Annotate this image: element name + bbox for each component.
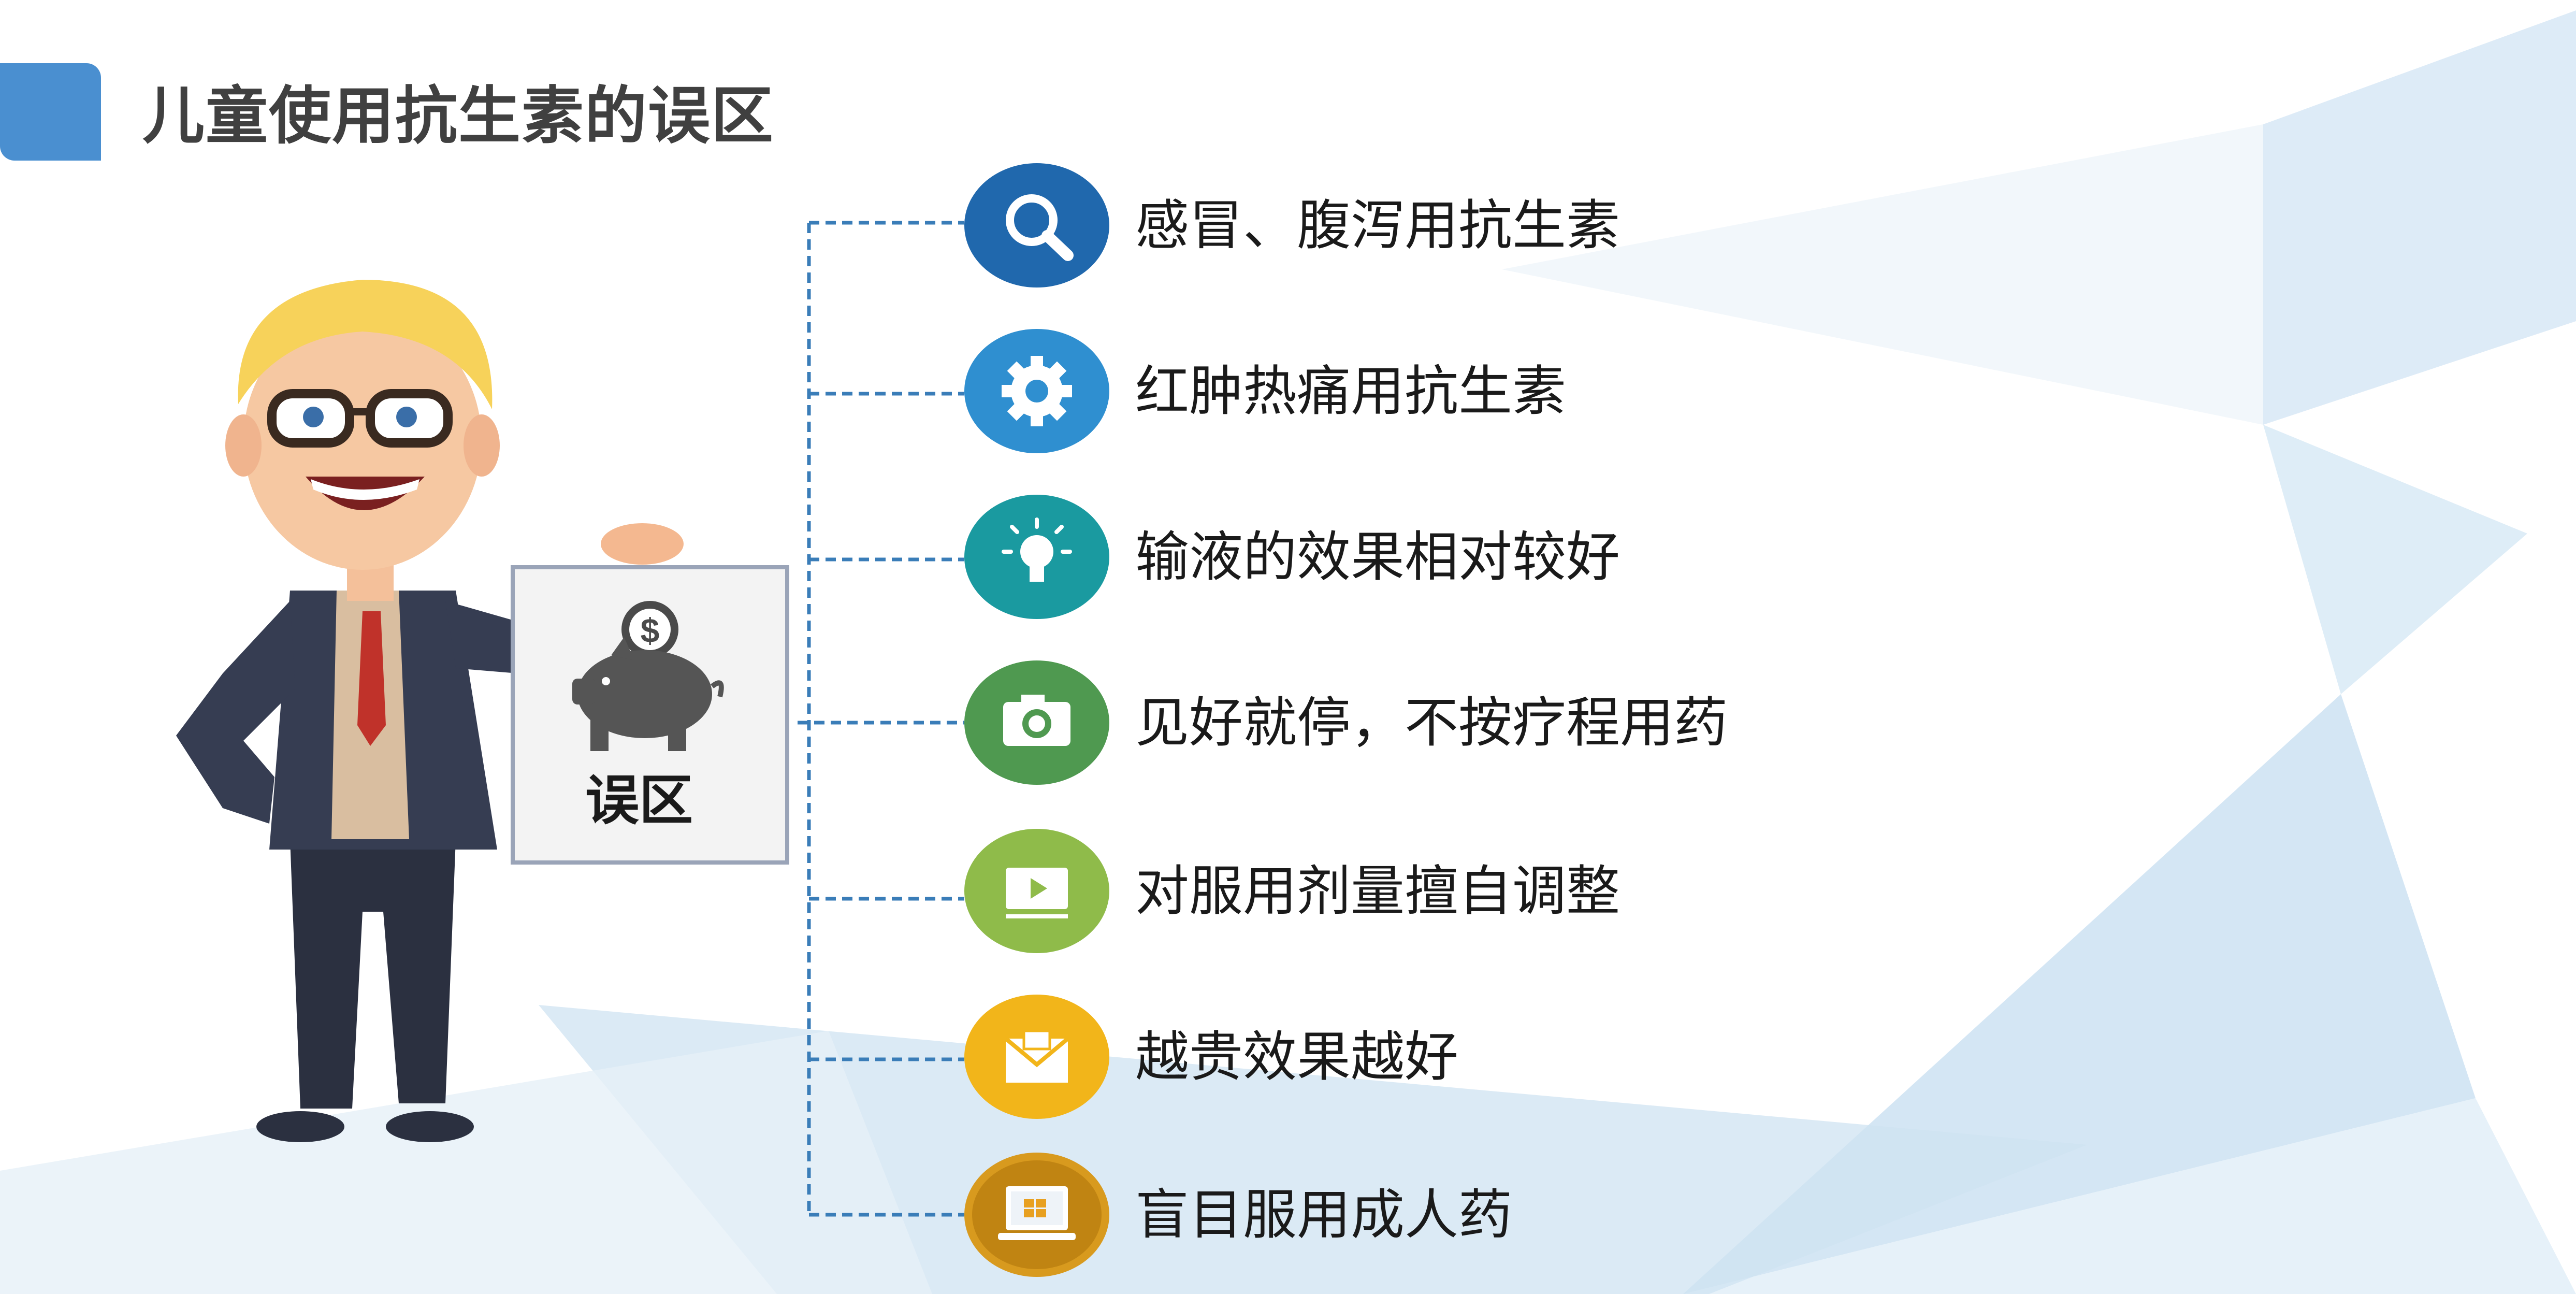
- magnifier-icon: [964, 163, 1109, 287]
- item-label: 盲目服用成人药: [1135, 1183, 1513, 1246]
- businessman-illustration: $: [176, 280, 789, 1142]
- item-label: 红肿热痛用抗生素: [1135, 360, 1567, 423]
- camera-icon: [964, 660, 1109, 785]
- camera-icon-bubble: [964, 660, 1109, 785]
- laptop-icon: [964, 1153, 1109, 1277]
- title-accent-tab: [0, 63, 101, 161]
- gear-icon-bubble: [964, 329, 1109, 453]
- item-label: 见好就停，不按疗程用药: [1135, 691, 1728, 754]
- envelope-icon: [964, 995, 1109, 1119]
- item-label: 输液的效果相对较好: [1135, 525, 1620, 588]
- video-player-icon: [964, 829, 1109, 953]
- item-label: 感冒、腹泻用抗生素: [1135, 194, 1620, 257]
- magnifier-icon-bubble: [964, 163, 1109, 287]
- item-label: 对服用剂量擅自调整: [1135, 859, 1620, 923]
- video-icon-bubble: [964, 829, 1109, 953]
- item-label: 越贵效果越好: [1135, 1025, 1459, 1088]
- card-label: 误区: [585, 769, 693, 832]
- svg-text:$: $: [641, 611, 660, 650]
- laptop-icon-bubble: [964, 1153, 1109, 1277]
- lightbulb-icon-bubble: [964, 495, 1109, 619]
- lightbulb-icon: [964, 495, 1109, 619]
- gear-wrench-icon: [964, 329, 1109, 453]
- envelope-icon-bubble: [964, 995, 1109, 1119]
- slide-title: 儿童使用抗生素的误区: [142, 80, 774, 152]
